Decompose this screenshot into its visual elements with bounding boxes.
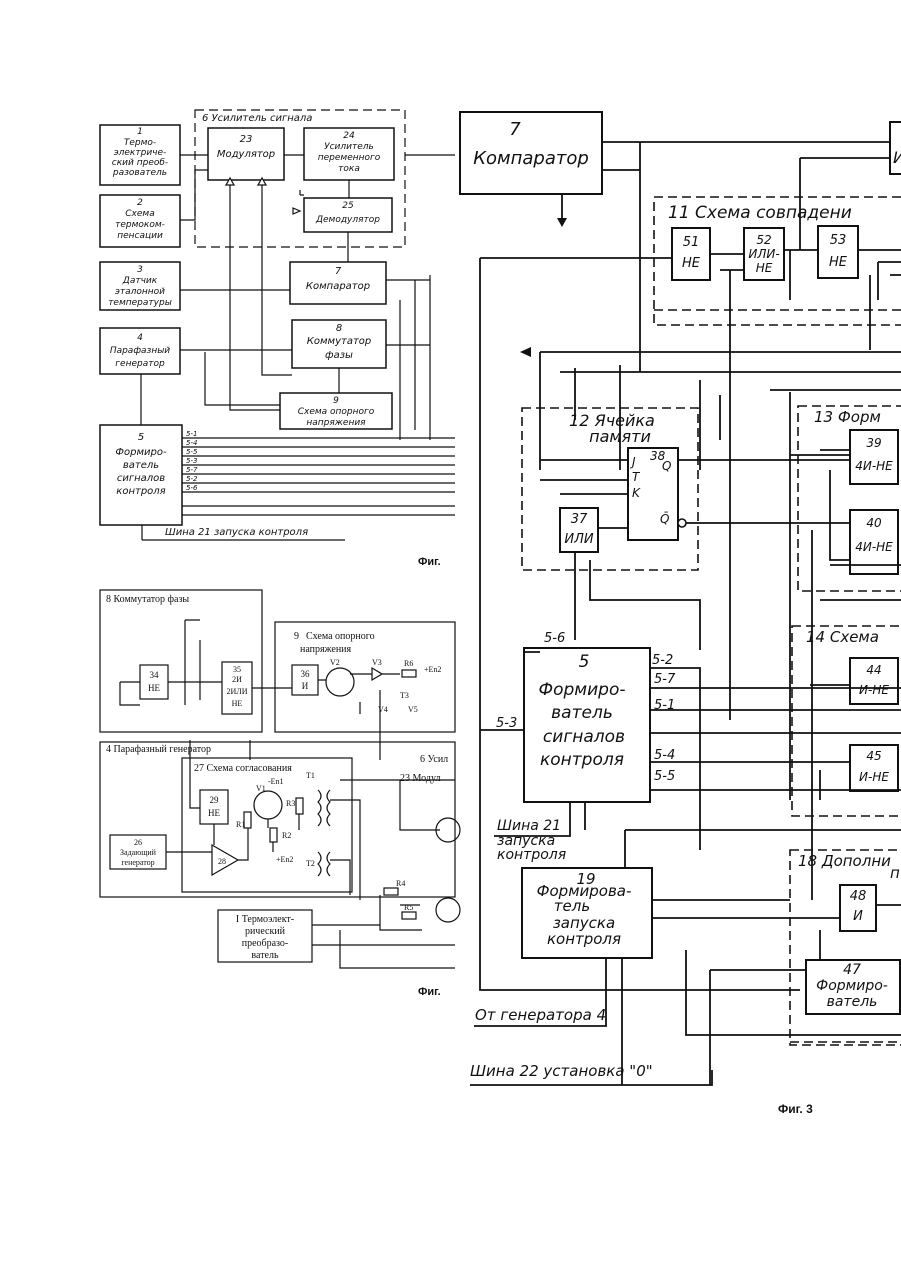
fig-b-schematic: 8 Коммутатор фазы 9Схема опорногонапряже…	[100, 590, 460, 998]
resistor-r6	[402, 670, 416, 677]
out-labels: 5-15-45-55-35-75-25-6	[186, 430, 198, 492]
fig-3-caption: Фиг. 3	[778, 1102, 813, 1116]
group-23-fragment: 23 Модул	[400, 773, 441, 784]
resistor-r2	[270, 828, 277, 842]
group-27-title: 27 Схема согласования	[194, 763, 292, 774]
transistor-v2	[326, 668, 354, 696]
arrow-7-down	[557, 218, 567, 227]
resistor-r3	[296, 798, 303, 814]
fig-3-block-diagram: 7Компаратор И 11 Схема совпадени 51НЕ 52…	[460, 112, 901, 1116]
block-5-outputs: 5-15-45-55-35-75-25-6	[182, 430, 455, 515]
group-9-title: 9Схема опорногонапряжения	[294, 631, 375, 655]
block-and-fragment-label: И	[893, 148, 901, 167]
bus-21-label: Шина 21 запуска контроля	[165, 527, 308, 538]
group-27-matching-circuit	[182, 758, 352, 892]
arrow-left-top	[520, 347, 531, 357]
group-4-title: 4 Парафазный генератор	[106, 744, 211, 755]
schematic-part-labels-top: V2V3R6+En2T3V4V5	[330, 658, 441, 714]
bus-22-label: Шина 22 установка "0"	[470, 1062, 653, 1080]
generator-input-label: От генератора 4	[475, 1006, 606, 1024]
group-14-title: 14 Схема	[806, 628, 879, 646]
arrow-25-input	[293, 208, 300, 214]
group-18-additional	[790, 850, 901, 1045]
trigger-38-inverted-output	[678, 519, 686, 527]
modulator-transistor-b	[436, 898, 460, 922]
transistor-v1	[254, 791, 282, 819]
fig-a-caption: Фиг.	[418, 556, 441, 568]
group-11-title: 11 Схема совпадени	[668, 203, 852, 223]
group-8-title: 8 Коммутатор фазы	[106, 594, 189, 605]
group-18-title: 18 Дополнип	[798, 852, 900, 882]
bus-21-fig3-label: Шина 21запускаконтроля	[497, 818, 566, 863]
fig-a-block-diagram: 6 Усилитель сигнала 1Термо-электриче-ски…	[100, 110, 455, 568]
group-6-fragment: 6 Усил	[420, 754, 448, 765]
amplifier-28-label: 28	[218, 857, 226, 866]
fig-b-caption: Фиг.	[418, 986, 441, 998]
group-6-title: 6 Усилитель сигнала	[202, 113, 312, 124]
group-13-title: 13 Форм	[814, 408, 881, 426]
resistor-r5	[402, 912, 416, 919]
group-12-title: 12 Ячейкапамяти	[569, 411, 655, 446]
diode-v3	[372, 668, 382, 680]
resistor-r4	[384, 888, 398, 895]
